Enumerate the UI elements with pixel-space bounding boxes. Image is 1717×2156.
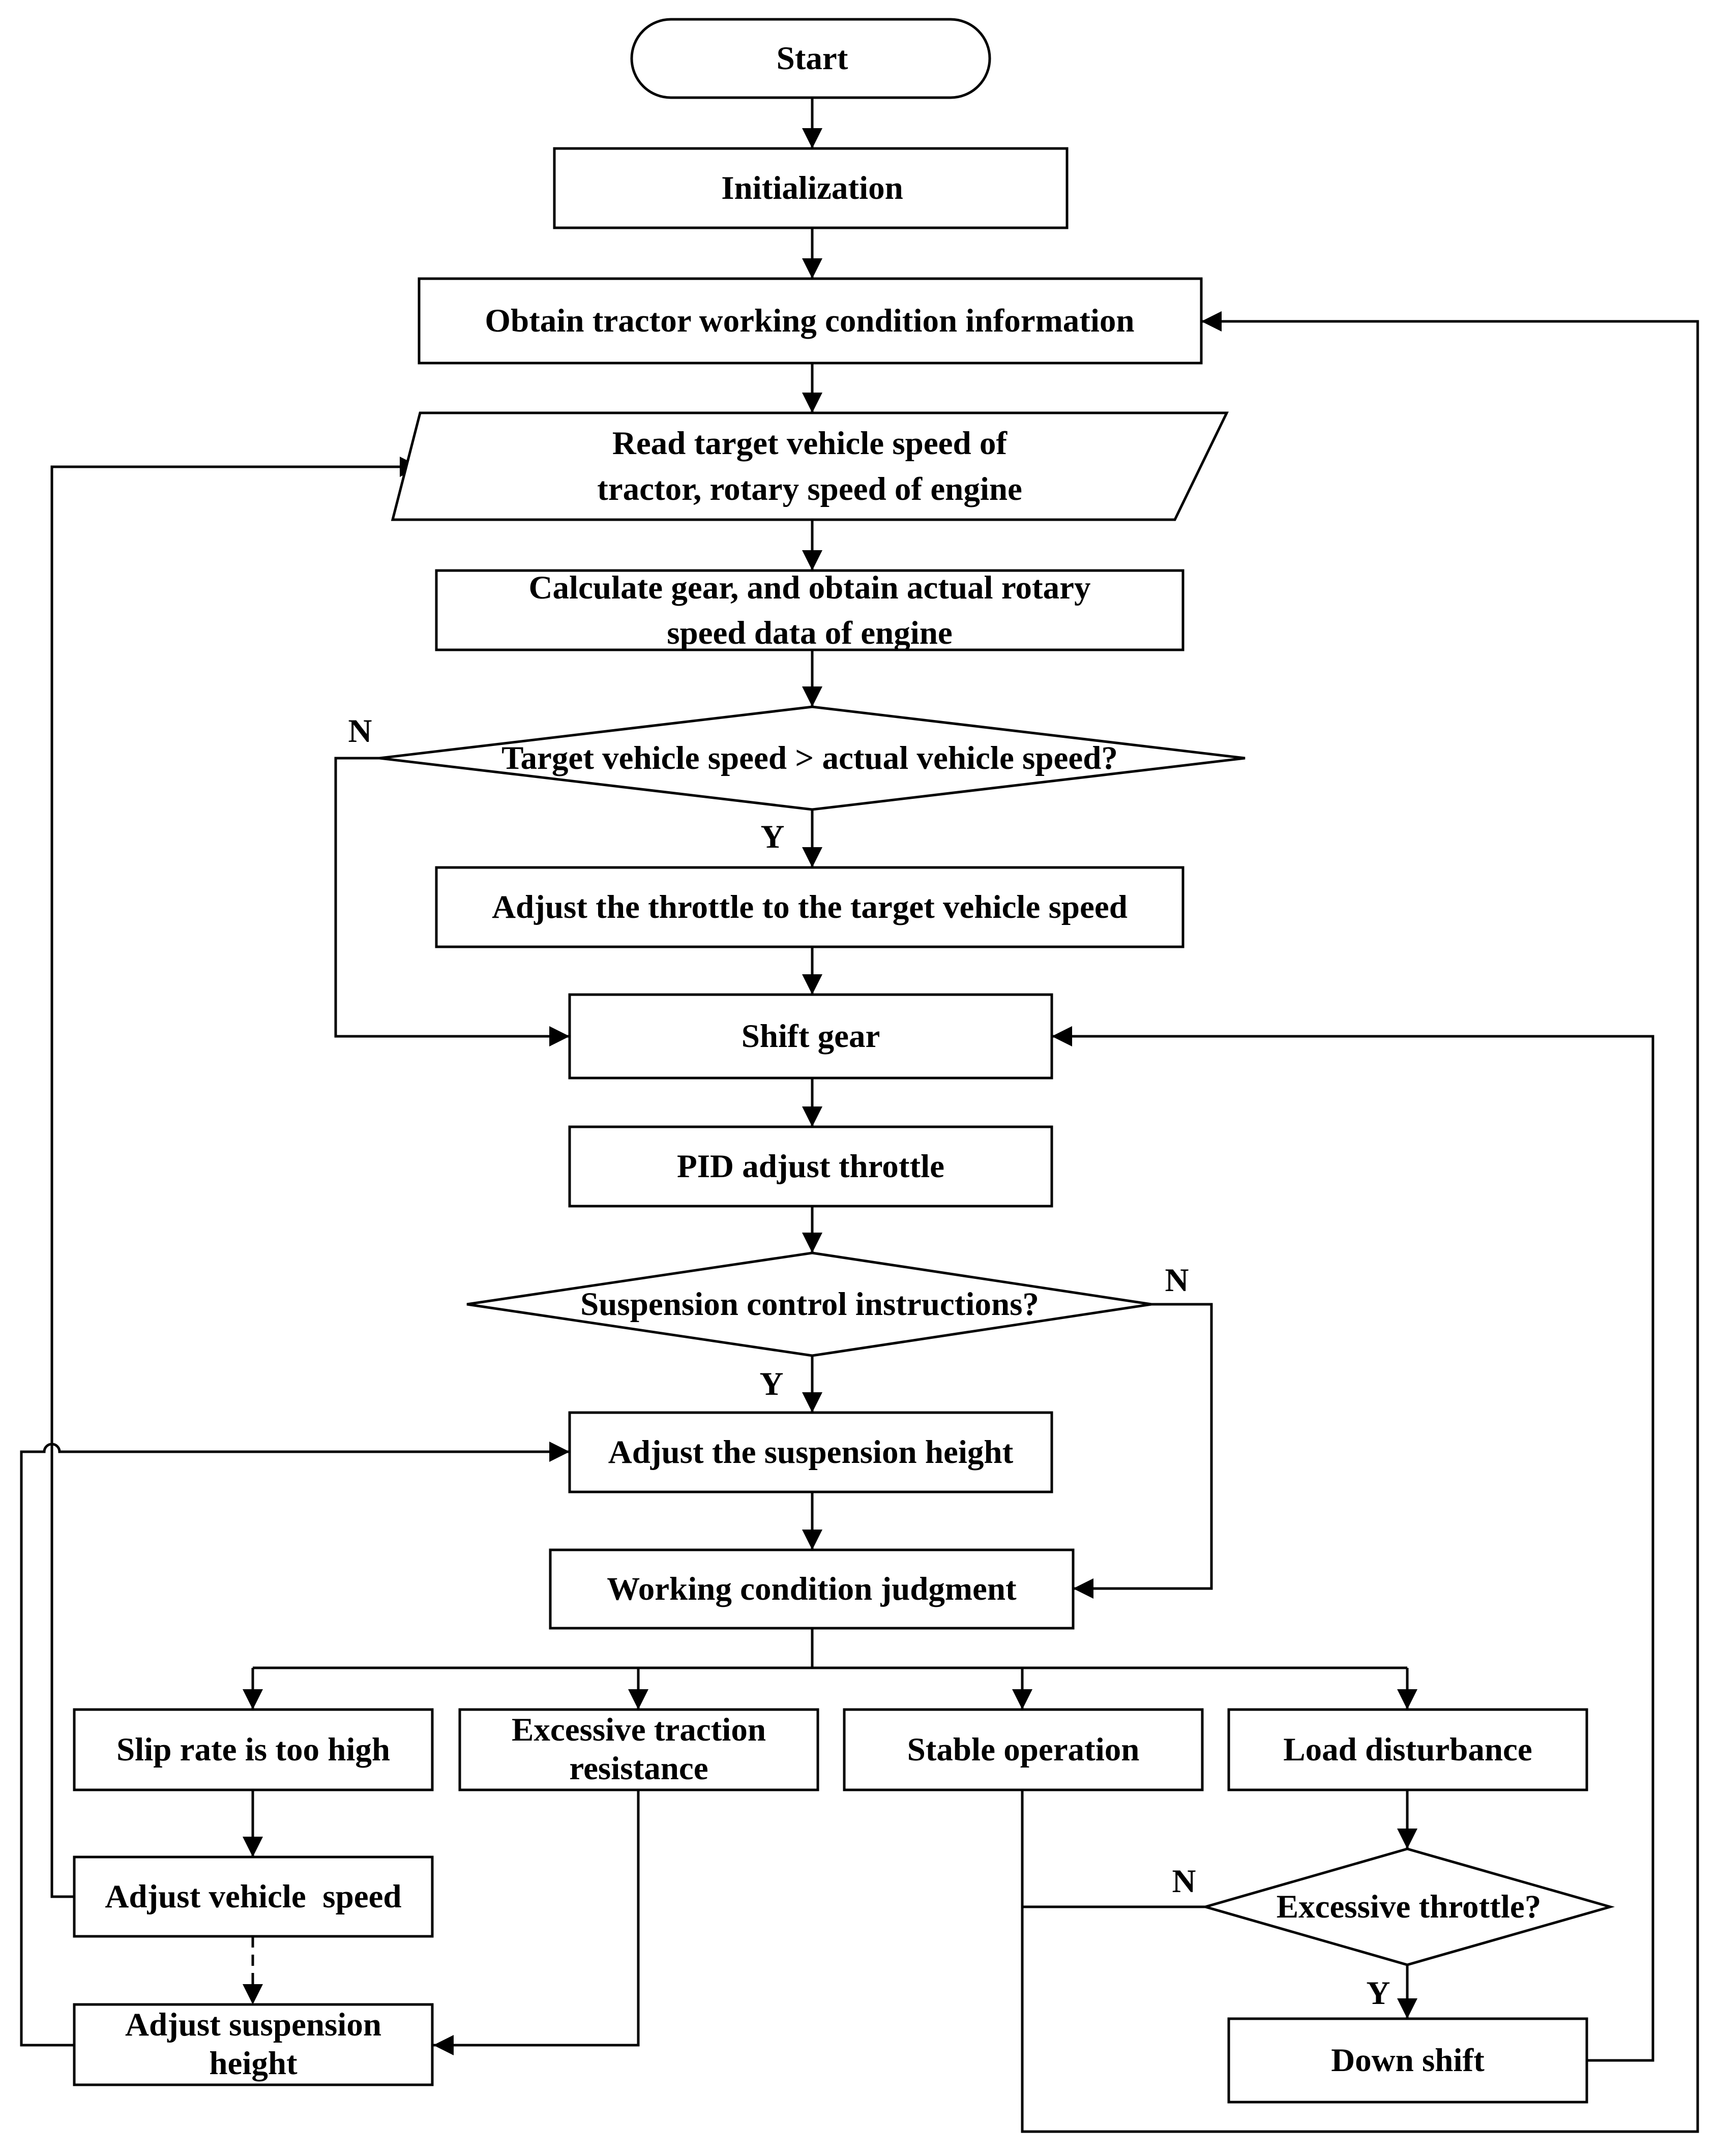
slip-rate-box [73, 1708, 434, 1791]
excessive-traction-label-line2: resistance [569, 1750, 708, 1787]
edge-decsusp-no-wcj [1073, 1303, 1213, 1599]
node-initialization: Initialization [553, 147, 1069, 229]
node-shift-gear: Shift gear [568, 993, 1053, 1080]
suspension-no-label: N [1165, 1262, 1189, 1299]
shift-gear-label: Shift gear [742, 1018, 880, 1055]
throttle-no-label: N [1172, 1863, 1196, 1900]
edge-down-shift [1052, 1026, 1654, 2062]
working-condition-judgment-label: Working condition judgment [607, 1571, 1017, 1607]
node-decision-suspension: Suspension control instructions? [466, 1251, 1152, 1357]
target-no-label: N [348, 713, 372, 750]
edge-excesstraction-adjsusp [433, 1790, 640, 2055]
adjust-suspension-label-line2: height [209, 2045, 298, 2082]
calculate-gear-label-line2: speed data of engine [667, 615, 953, 651]
decision-suspension-diamond [466, 1251, 1152, 1357]
node-adjust-vehicle-speed: Adjust vehicle speed [73, 1855, 434, 1938]
node-decision-excessive-throttle: Excessive throttle? [1200, 1847, 1615, 1966]
edge-adjsusp-adjsuspheight [20, 1442, 570, 2047]
working-condition-judgment-box [549, 1548, 1075, 1630]
read-target-label-line1: Read target vehicle speed of [612, 425, 1008, 462]
read-target-parallelogram [391, 411, 1229, 521]
read-target-label-line2: tractor, rotary speed of engine [597, 471, 1022, 507]
adjust-suspension-height-label: Adjust the suspension height [608, 1434, 1014, 1471]
down-shift-label: Down shift [1331, 2042, 1485, 2079]
node-pid-adjust: PID adjust throttle [568, 1125, 1053, 1208]
initialization-label: Initialization [721, 170, 903, 206]
node-adjust-throttle: Adjust the throttle to the target vehicl… [435, 866, 1185, 948]
adjust-throttle-label: Adjust the throttle to the target vehicl… [492, 889, 1128, 925]
edges [20, 98, 1699, 2133]
suspension-yes-label: Y [760, 1366, 784, 1402]
decision-target-speed-label: Target vehicle speed > actual vehicle sp… [501, 740, 1118, 776]
target-yes-label: Y [761, 819, 785, 855]
excessive-traction-box [458, 1708, 819, 1791]
throttle-yes-label: Y [1367, 1975, 1390, 2012]
slip-rate-label: Slip rate is too high [116, 1731, 390, 1768]
adjust-vehicle-speed-label: Adjust vehicle speed [105, 1878, 401, 1915]
excessive-traction-label-line1: Excessive traction [512, 1712, 766, 1748]
edge-labels: N Y N Y N Y [348, 713, 1390, 2012]
edge-adjspeed-read [50, 457, 420, 1898]
start-label: Start [777, 40, 848, 77]
pid-adjust-box [568, 1125, 1053, 1208]
node-working-condition-judgment: Working condition judgment [549, 1548, 1075, 1630]
load-disturbance-box [1227, 1708, 1588, 1791]
adjust-vehicle-speed-box [73, 1855, 434, 1938]
edge-stable-obtain [1021, 311, 1699, 2133]
start-terminal-shape [630, 18, 991, 99]
pid-adjust-label: PID adjust throttle [677, 1148, 944, 1185]
node-load-disturbance: Load disturbance [1227, 1708, 1588, 1791]
node-adjust-suspension: Adjust suspension height [73, 2003, 434, 2086]
shift-gear-box [568, 993, 1053, 1080]
decision-suspension-label: Suspension control instructions? [580, 1286, 1039, 1323]
adjust-suspension-label-line1: Adjust suspension [125, 2007, 381, 2043]
obtain-info-box [418, 277, 1203, 365]
calculate-gear-box [435, 569, 1185, 651]
node-read-target: Read target vehicle speed of tractor, ro… [391, 411, 1229, 521]
edge-dectarget-no-shift [334, 757, 570, 1046]
adjust-throttle-box [435, 866, 1185, 948]
load-disturbance-label: Load disturbance [1283, 1731, 1532, 1768]
node-down-shift: Down shift [1227, 2017, 1588, 2104]
node-decision-target-speed: Target vehicle speed > actual vehicle sp… [379, 705, 1246, 811]
calculate-gear-label-line1: Calculate gear, and obtain actual rotary [529, 570, 1091, 606]
edge-wcj-bus [253, 1628, 1407, 1669]
adjust-suspension-height-box [568, 1411, 1053, 1493]
node-stable-operation: Stable operation [843, 1708, 1204, 1791]
initialization-box [553, 147, 1069, 229]
obtain-info-label: Obtain tractor working condition informa… [485, 303, 1134, 339]
stable-operation-box [843, 1708, 1204, 1791]
node-excessive-traction: Excessive traction resistance [458, 1708, 819, 1791]
decision-target-speed-diamond [379, 705, 1246, 811]
stable-operation-label: Stable operation [907, 1731, 1140, 1768]
node-calculate-gear: Calculate gear, and obtain actual rotary… [435, 569, 1185, 651]
node-start: Start [630, 18, 991, 99]
adjust-suspension-box [73, 2003, 434, 2086]
decision-excessive-throttle-diamond [1200, 1847, 1615, 1966]
decision-excessive-throttle-label: Excessive throttle? [1277, 1889, 1541, 1925]
node-adjust-suspension-height: Adjust the suspension height [568, 1411, 1053, 1493]
down-shift-box [1227, 2017, 1588, 2104]
node-slip-rate: Slip rate is too high [73, 1708, 434, 1791]
node-obtain-info: Obtain tractor working condition informa… [418, 277, 1203, 365]
